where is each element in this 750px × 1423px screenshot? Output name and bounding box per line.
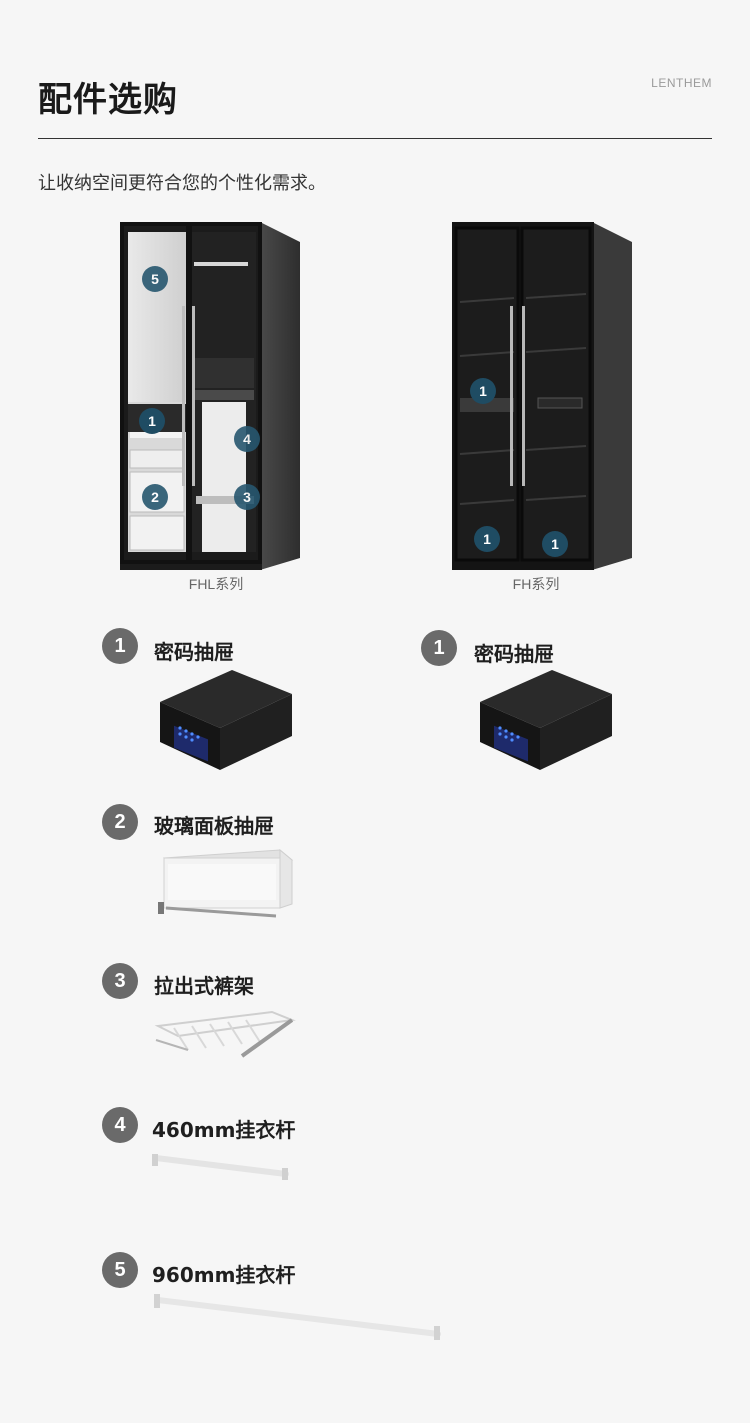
header-divider — [38, 138, 712, 139]
safe-drawer-icon — [480, 670, 612, 770]
short-rail-icon — [152, 1154, 289, 1180]
fh-caption: FH系列 — [512, 576, 560, 592]
fh-marker-1-bottom-right: 1 — [542, 531, 568, 557]
fhl-marker-3: 3 — [234, 484, 260, 510]
fhl-marker-4: 4 — [234, 426, 260, 452]
fhl-cabinet-image — [120, 222, 300, 570]
accessory-number-3: 3 — [102, 963, 138, 999]
accessory-right-label-1: 密码抽屉 — [474, 642, 554, 666]
brand-logo-text: LENTHEM — [651, 76, 712, 90]
trouser-rack-icon — [154, 1010, 296, 1058]
glass-drawer-icon — [158, 848, 294, 918]
accessory-number-2: 2 — [102, 804, 138, 840]
accessory-right-number-1: 1 — [421, 630, 457, 666]
accessory-label-3: 拉出式裤架 — [154, 974, 254, 998]
accessory-number-4: 4 — [102, 1107, 138, 1143]
accessory-label-2: 玻璃面板抽屉 — [154, 814, 274, 838]
page-subtitle: 让收纳空间更符合您的个性化需求。 — [38, 173, 326, 194]
fh-marker-1-top: 1 — [470, 378, 496, 404]
fhl-caption: FHL系列 — [188, 576, 244, 592]
accessory-label-5: 960mm挂衣杆 — [152, 1263, 296, 1287]
accessory-number-5: 5 — [102, 1252, 138, 1288]
fh-marker-1-bottom-left: 1 — [474, 526, 500, 552]
fhl-marker-2: 2 — [142, 484, 168, 510]
page-title: 配件选购 — [38, 80, 178, 120]
fhl-marker-5: 5 — [142, 266, 168, 292]
accessory-label-4: 460mm挂衣杆 — [152, 1118, 296, 1142]
accessory-label-1: 密码抽屉 — [154, 640, 234, 664]
accessory-number-1: 1 — [102, 628, 138, 664]
fhl-marker-1: 1 — [139, 408, 165, 434]
long-rail-icon — [154, 1294, 441, 1340]
safe-drawer-icon — [160, 670, 292, 770]
